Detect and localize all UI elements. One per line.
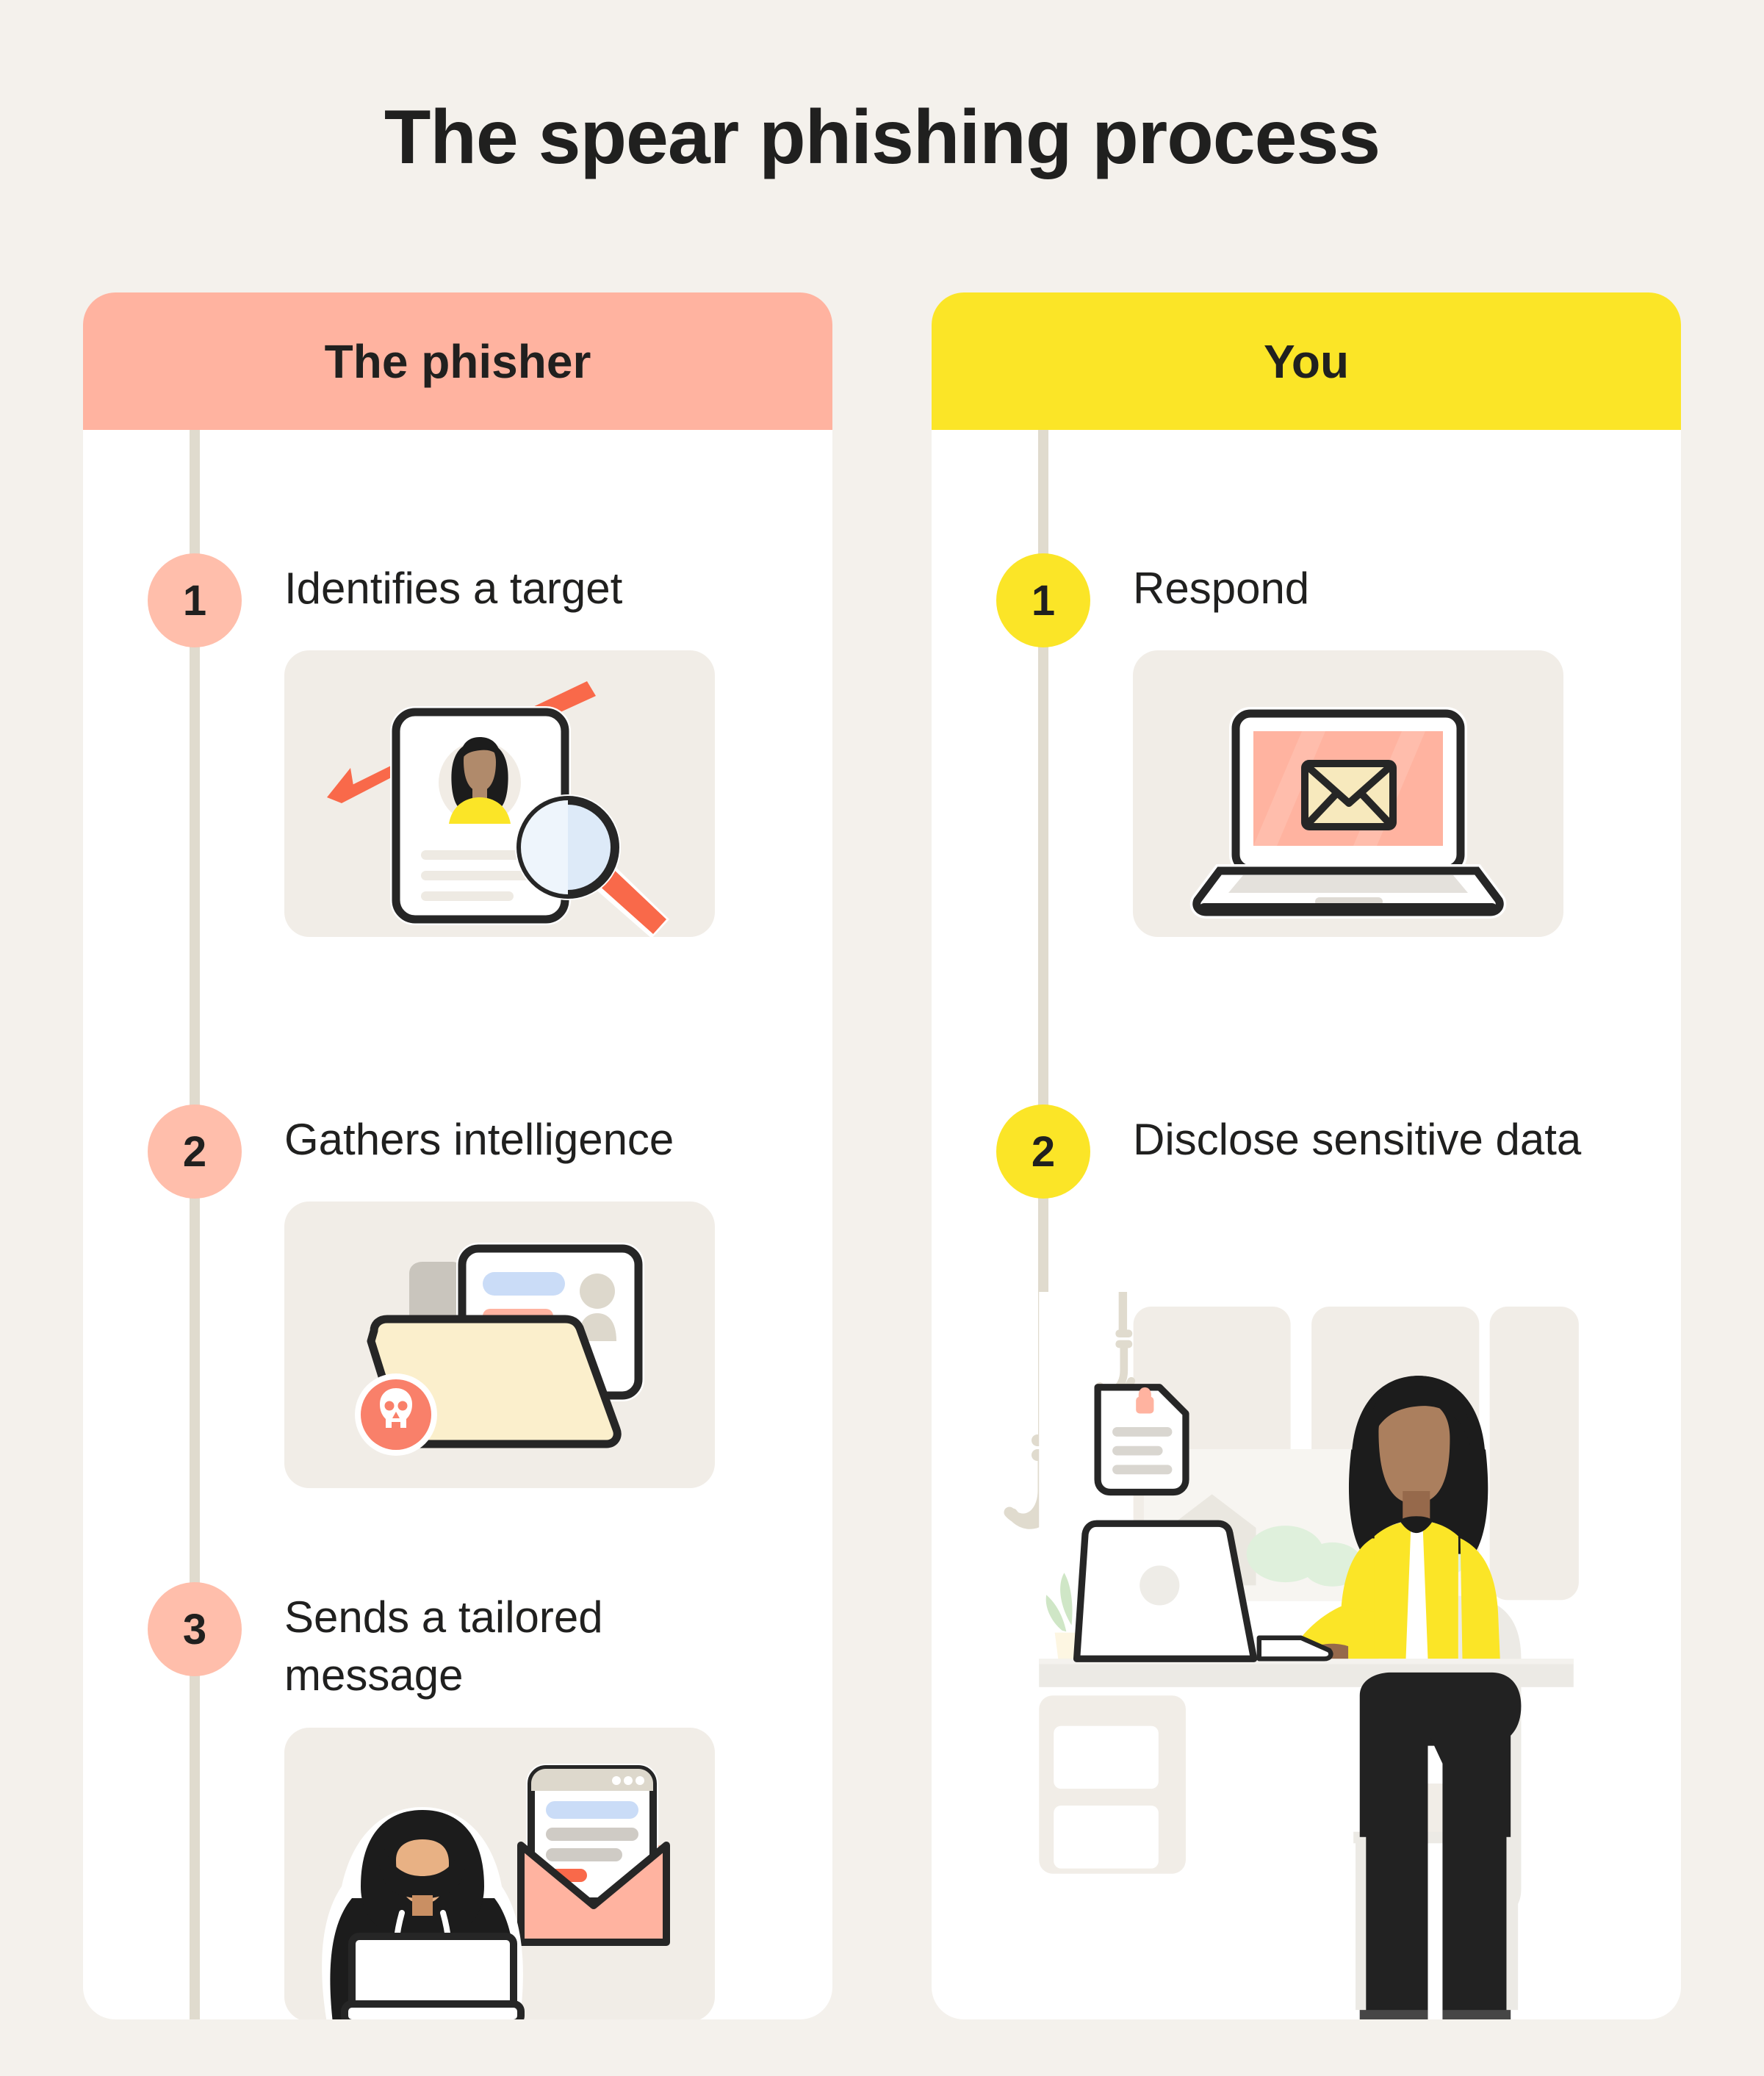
step-badge: 3: [148, 1582, 242, 1676]
timeline-line-phisher: [190, 430, 200, 2019]
step-label: Sends a tailored message: [284, 1592, 603, 1700]
step-label: Respond: [1133, 564, 1310, 613]
step-label: Disclose sensitive data: [1133, 1115, 1582, 1164]
profile-card-magnifier-spear-illustration: [284, 650, 715, 937]
columns-container: The phisher 1 Identifies a target: [83, 292, 1681, 2019]
step-badge: 1: [148, 553, 242, 647]
step-badge: 2: [148, 1105, 242, 1199]
page-title: The spear phishing process: [384, 95, 1380, 180]
column-header-phisher: The phisher: [83, 292, 832, 430]
column-header-you: You: [932, 292, 1681, 430]
column-phisher: The phisher 1 Identifies a target: [83, 292, 832, 2019]
hooded-hacker-envelope-illustration: [284, 1728, 715, 2019]
column-you: You 1 Respond: [932, 292, 1681, 2019]
woman-at-desk-hooked-document-illustration: [932, 1292, 1681, 2019]
step-label: Gathers intelligence: [284, 1115, 674, 1164]
folder-dossier-skull-illustration: [284, 1202, 715, 1488]
laptop-email-illustration: [1133, 650, 1563, 937]
step-badge: 2: [996, 1105, 1090, 1199]
step-label: Identifies a target: [284, 564, 623, 613]
step-badge: 1: [996, 553, 1090, 647]
